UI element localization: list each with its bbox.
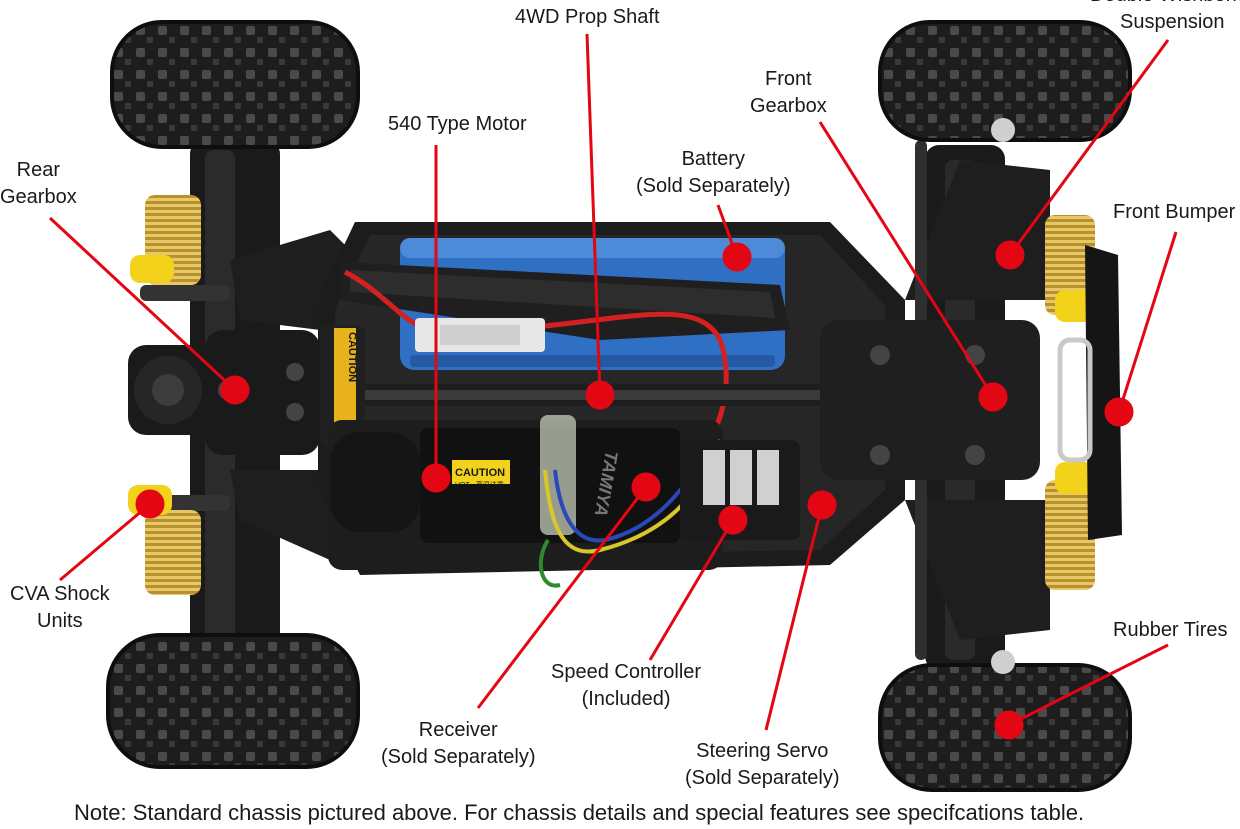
label-steering-servo-line1: Steering Servo [696, 740, 829, 762]
front-suspension [820, 140, 1050, 670]
label-cva-shocks: CVA Shock Units [10, 581, 110, 635]
callout-front-gearbox [818, 121, 995, 398]
callout-rear-gearbox [48, 216, 237, 392]
label-double-wishbone-line2: Suspension [1120, 11, 1225, 33]
callout-cva-shocks [59, 502, 151, 582]
callout-rubber-tires [1008, 643, 1169, 727]
callout-double-wishbone [1008, 39, 1170, 256]
callout-speed-controller [648, 519, 735, 661]
label-speed-controller-line1: Speed Controller [551, 661, 702, 683]
dot-motor [421, 463, 451, 493]
dot-prop-shaft [585, 380, 615, 410]
dot-cva-shocks [135, 489, 165, 519]
battery-wire [343, 269, 729, 447]
label-rear-gearbox-line2: Gearbox [0, 186, 77, 208]
dot-front-bumper [1104, 397, 1134, 427]
label-double-wishbone: Double Wishbone Suspension [1090, 0, 1240, 36]
callout-prop-shaft [585, 33, 602, 396]
label-double-wishbone-line1: Double Wishbone [1090, 0, 1240, 9]
label-motor: 540 Type Motor [388, 111, 527, 138]
dot-speed-controller [718, 505, 748, 535]
rear-shock-units [128, 195, 201, 595]
electronics-tray [328, 415, 723, 570]
label-cva-shocks-line1: CVA Shock [10, 583, 110, 605]
label-front-gearbox-line2: Gearbox [750, 95, 827, 117]
label-receiver: Receiver (Sold Separately) [381, 717, 536, 771]
label-receiver-line2: (Sold Separately) [381, 746, 536, 768]
callout-lines [48, 33, 1178, 740]
label-front-gearbox: Front Gearbox [750, 66, 827, 120]
label-prop-shaft: 4WD Prop Shaft [515, 4, 660, 31]
label-battery-line2: (Sold Separately) [636, 175, 791, 197]
label-speed-controller-line2: (Included) [581, 688, 671, 710]
motor-caution-sticker: CAUTION [346, 332, 358, 382]
dot-battery [722, 242, 752, 272]
caution-sticker-sub: HOT · 高温注意 [455, 480, 504, 489]
dot-rubber-tires [994, 710, 1024, 740]
footnote: Note: Standard chassis pictured above. F… [74, 800, 1085, 825]
label-steering-servo: Steering Servo (Sold Separately) [685, 738, 840, 792]
label-rubber-tires-line1: Rubber Tires [1113, 619, 1228, 641]
rear-tires [106, 20, 360, 769]
label-rubber-tires: Rubber Tires [1113, 617, 1228, 644]
dot-receiver [631, 472, 661, 502]
label-rear-gearbox-line1: Rear [16, 159, 61, 181]
label-battery: Battery (Sold Separately) [636, 146, 791, 200]
label-front-gearbox-line1: Front [765, 68, 812, 90]
motor-part [320, 325, 365, 445]
caution-sticker: CAUTION [455, 467, 505, 479]
label-battery-line1: Battery [681, 148, 745, 170]
label-receiver-line1: Receiver [418, 719, 498, 741]
label-motor-line1: 540 Type Motor [388, 113, 527, 135]
callout-receiver [476, 486, 648, 709]
speed-controller-part [680, 440, 800, 540]
dot-front-gearbox [978, 382, 1008, 412]
front-bumper-part [1057, 245, 1122, 540]
label-prop-shaft-line1: 4WD Prop Shaft [515, 6, 660, 28]
label-front-bumper-line1: Front Bumper [1113, 201, 1236, 223]
rear-hub [128, 345, 208, 435]
dot-rear-gearbox [220, 375, 250, 405]
callout-steering-servo [764, 504, 824, 731]
front-shock-units [1045, 215, 1095, 590]
battery-strap [340, 262, 790, 340]
dot-double-wishbone [995, 240, 1025, 270]
dot-steering-servo [807, 490, 837, 520]
label-cva-shocks-line2: Units [37, 610, 83, 632]
label-speed-controller: Speed Controller (Included) [551, 659, 701, 713]
label-front-bumper: Front Bumper [1113, 199, 1235, 226]
callout-front-bumper [1117, 231, 1178, 413]
label-steering-servo-line2: (Sold Separately) [685, 767, 840, 789]
label-rear-gearbox: Rear Gearbox [0, 157, 77, 211]
